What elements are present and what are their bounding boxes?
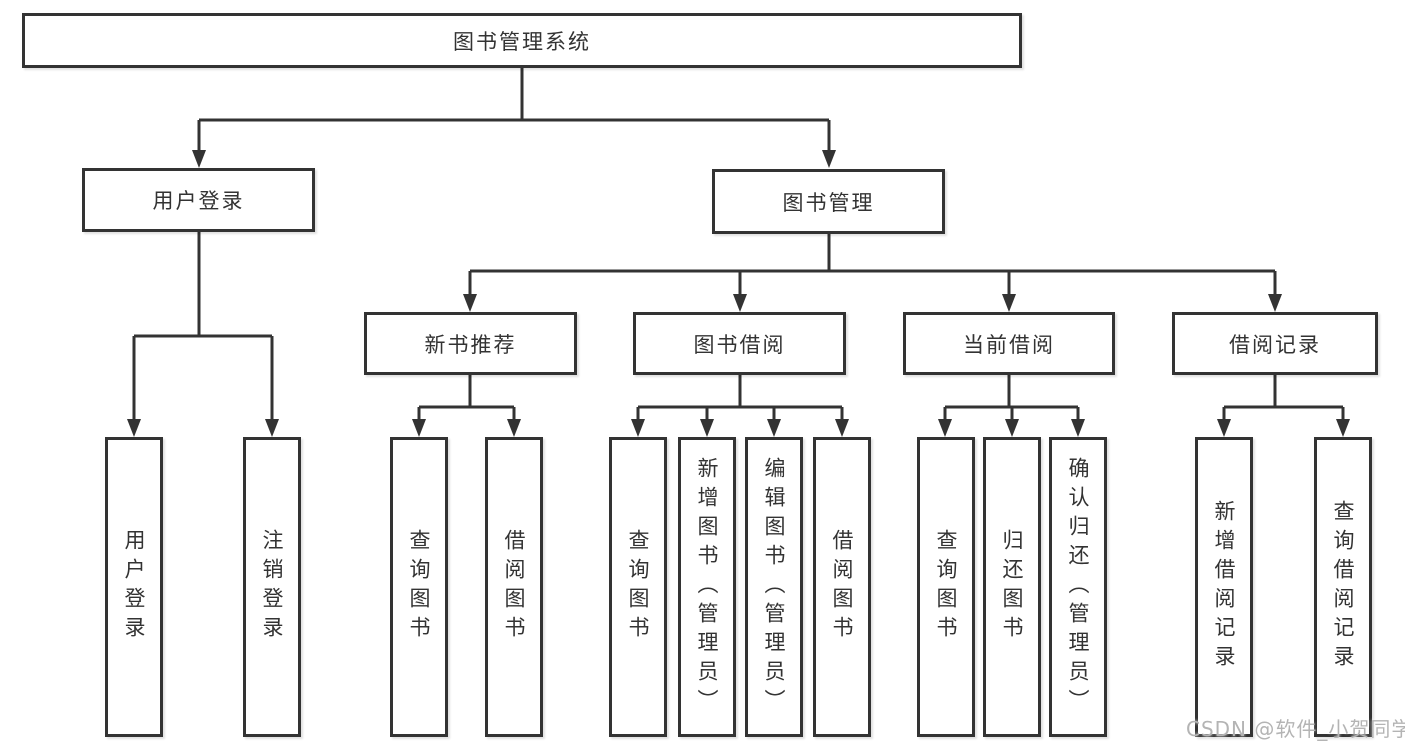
csdn-watermark: CSDN @软件_小贺同学 bbox=[1186, 717, 1405, 741]
node-library-system: 图书管理系统 bbox=[22, 13, 1022, 68]
node-label: 新书推荐 bbox=[424, 332, 517, 357]
node-label: 图书借阅 bbox=[693, 332, 786, 357]
node-label: 新增图书（管理员） bbox=[695, 456, 719, 718]
node-book-borrowing: 图书借阅 bbox=[633, 312, 846, 375]
node-label: 查询图书 bbox=[934, 529, 958, 645]
connector-borrow-record-children bbox=[1217, 375, 1350, 437]
node-new-book-recommend: 新书推荐 bbox=[364, 312, 577, 375]
node-label: 查询图书 bbox=[407, 529, 431, 645]
connector-user-login-children bbox=[127, 232, 279, 437]
connector-book-borrow-children bbox=[631, 375, 849, 437]
node-label: 借阅记录 bbox=[1229, 332, 1321, 357]
node-label: 当前借阅 bbox=[963, 332, 1055, 357]
connector-book-mgmt-children bbox=[463, 234, 1282, 312]
node-label: 归还图书 bbox=[1000, 529, 1024, 645]
leaf-records-query-borrow-record: 查询借阅记录 bbox=[1314, 437, 1372, 737]
node-label: 注销登录 bbox=[260, 529, 284, 645]
leaf-current-query-book: 查询图书 bbox=[917, 437, 975, 737]
leaf-borrowing-borrow-book: 借阅图书 bbox=[813, 437, 871, 737]
leaf-borrowing-add-book-admin: 新增图书（管理员） bbox=[678, 437, 736, 737]
node-label: 编辑图书（管理员） bbox=[762, 456, 786, 718]
leaf-user-login: 用户登录 bbox=[105, 437, 163, 737]
node-book-management: 图书管理 bbox=[712, 169, 945, 234]
node-label: 查询图书 bbox=[626, 529, 650, 645]
leaf-recommend-query-book: 查询图书 bbox=[390, 437, 448, 737]
connector-current-borrow-children bbox=[938, 375, 1085, 437]
leaf-recommend-borrow-book: 借阅图书 bbox=[485, 437, 543, 737]
node-current-borrowing: 当前借阅 bbox=[903, 312, 1115, 375]
leaf-borrowing-edit-book-admin: 编辑图书（管理员） bbox=[745, 437, 803, 737]
node-label: 查询借阅记录 bbox=[1331, 500, 1355, 674]
node-user-login: 用户登录 bbox=[82, 168, 315, 232]
node-label: 借阅图书 bbox=[830, 529, 854, 645]
connector-root-to-level2 bbox=[192, 68, 836, 168]
leaf-current-return-book: 归还图书 bbox=[983, 437, 1041, 737]
node-label: 图书管理系统 bbox=[453, 29, 591, 54]
node-label: 确认归还（管理员） bbox=[1066, 456, 1090, 718]
leaf-logout-login: 注销登录 bbox=[243, 437, 301, 737]
node-label: 借阅图书 bbox=[502, 529, 526, 645]
node-label: 图书管理 bbox=[782, 190, 875, 215]
node-borrowing-records: 借阅记录 bbox=[1172, 312, 1378, 375]
node-label: 用户登录 bbox=[122, 529, 146, 645]
leaf-current-confirm-return-admin: 确认归还（管理员） bbox=[1049, 437, 1107, 737]
leaf-borrowing-query-book: 查询图书 bbox=[609, 437, 667, 737]
node-label: 用户登录 bbox=[152, 189, 245, 213]
leaf-records-add-borrow-record: 新增借阅记录 bbox=[1195, 437, 1253, 737]
connector-new-book-rec-children bbox=[412, 375, 521, 437]
node-label: 新增借阅记录 bbox=[1212, 500, 1236, 674]
